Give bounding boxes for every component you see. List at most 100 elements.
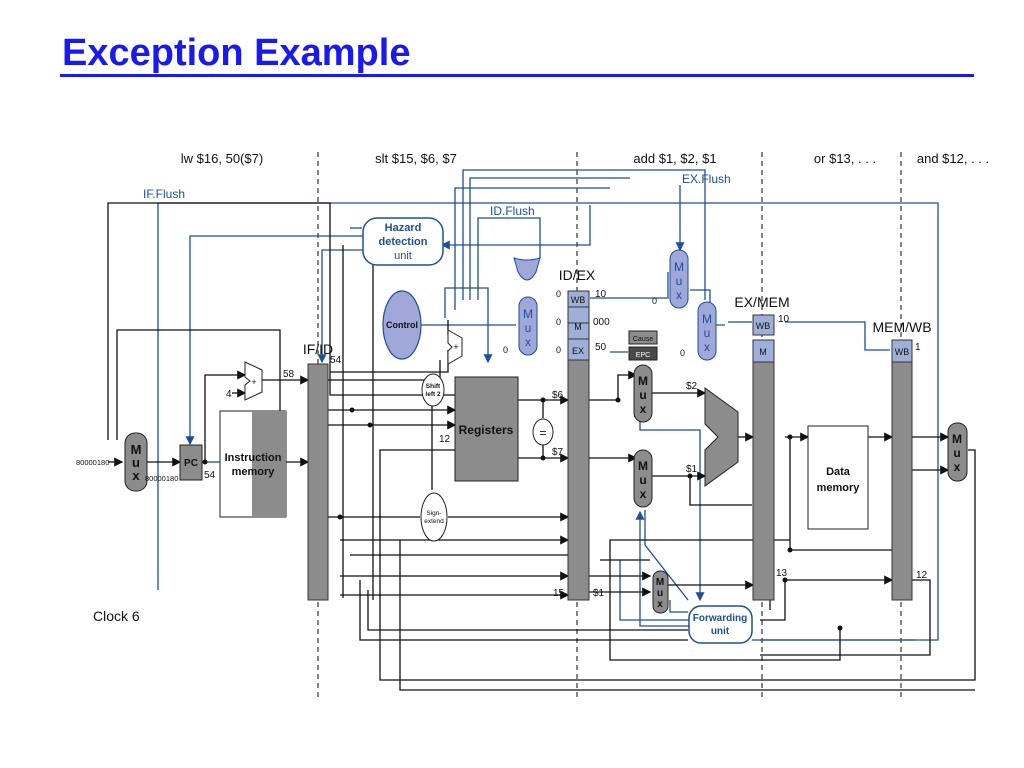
mux-top-loop [116,329,281,440]
exmem-value-13: 13 [776,568,788,579]
shift-left-2 [421,373,445,407]
epc-register [628,346,658,361]
pc-adder [244,361,263,401]
memwb-top [785,321,890,351]
registers-label: Registers [459,423,514,437]
dot-i [837,625,843,631]
instruction-lw: lw $16, 50($7) [181,151,263,166]
alu-a-mux-x: x [640,402,647,416]
wb-mux-u: u [953,446,960,460]
ex-control-mux [669,249,689,309]
idex-m-field [567,306,590,324]
idex-m-value: 000 [593,317,610,328]
pc-mux-m: M [131,442,142,457]
ex-control-mux-x: x [676,288,682,302]
instruction-memory-shade [252,411,286,517]
idex-value-reg1: $1 [593,588,605,599]
idex-to-aluA [580,370,638,401]
adder-out-58: 58 [283,369,295,380]
sign-extend-label-2: extend [424,518,444,525]
alu-a-mux-u: u [639,388,646,402]
exmem-rd-fwd [760,580,786,621]
mem-control-mux [697,301,717,361]
slide-title: Exception Example [62,32,411,74]
id-flush-or-gate [513,257,541,281]
idex-wb-to-exmem [590,272,669,299]
zero-idex-ex: 0 [556,345,561,355]
exmem-m-field [752,339,775,363]
dot-b [349,407,355,413]
ctrl-up-a [454,187,610,310]
idex-wb-label: WB [571,295,586,305]
pc-adder-plus: + [251,377,256,387]
writeback-mux [947,422,968,482]
idex-m-label: M [574,322,582,332]
idex-ex-label: EX [572,346,584,356]
zero-idex-wb: 0 [556,289,561,299]
mem-control-mux-u: u [704,326,711,340]
id-flush-wire [477,217,541,300]
pc-value: 80000180 [145,474,178,483]
dmem-label-2: memory [817,482,861,494]
idex-ex-value: 50 [595,342,607,353]
pc-addr-54: 54 [204,470,216,481]
pipeline-reg-ex-mem [752,361,775,601]
control-unit [382,290,422,360]
exmem-wb-field [752,314,775,336]
memwb-wb-label: WB [895,347,910,357]
alu-b-mux-m: M [638,459,648,473]
zero-id-mux: 0 [503,345,508,355]
dot-e [540,455,546,461]
sign-extend-label-1: Sign- [426,510,441,517]
dot-l [615,397,621,403]
branch-adder [447,329,463,365]
branch-adder [330,350,449,373]
dot-f [687,473,693,479]
stage-label-ex-mem: EX/MEM [734,294,789,310]
idex-wb-value: 10 [595,289,607,300]
hazard-label-1: Hazard [385,222,422,234]
mem-control-mux-x: x [704,340,710,354]
epc-label: EPC [636,352,650,359]
id-flush-label: ID.Flush [490,204,535,218]
pc-adder-in [204,370,247,462]
dot-m [782,577,788,583]
id-control-mux-m: M [523,307,533,321]
ex-flush-label: EX.Flush [682,172,731,186]
hazard-to-ifid [317,249,365,364]
alu-loop [609,539,841,661]
alu-b-mux-u: u [639,473,646,487]
instruction-add: add $1, $2, $1 [633,151,716,166]
reg-num-12: 12 [439,434,451,445]
pipeline-reg-mem-wb [891,361,913,601]
bottom-wire [399,540,975,691]
pipeline-reg-if-id [307,363,329,601]
alu-in-reg2: $2 [686,381,698,392]
hazard-label-3: unit [394,250,412,262]
pc-mux-x: x [132,468,140,483]
ifid-value-54: 54 [330,355,342,366]
pc-register [179,444,203,481]
hazard-detection-unit [362,217,444,266]
fwd-line-a [669,600,688,613]
pc-mux-u: u [132,455,140,470]
idex-to-fwd-2 [644,510,689,601]
ex-control-mux-m: M [674,260,684,274]
aluB-down [689,476,752,506]
excp-loop [379,449,976,681]
title-underline [60,74,974,77]
memwb-value-12: 12 [916,570,928,581]
wb-mux-m: M [952,432,962,446]
alu-a-mux-m: M [638,374,648,388]
memwb-wb-value: 1 [915,342,921,353]
forwarding-unit [688,605,753,644]
regdst-mux-u: u [657,588,663,599]
id-control-mux [518,296,538,356]
if-flush-label: IF.Flush [143,187,185,201]
stage-label-mem-wb: MEM/WB [872,319,931,335]
sign-extend [420,492,448,542]
pipeline-reg-id-ex [567,359,590,601]
mem-control-mux-m: M [702,312,712,326]
comparator-label: = [539,426,546,440]
